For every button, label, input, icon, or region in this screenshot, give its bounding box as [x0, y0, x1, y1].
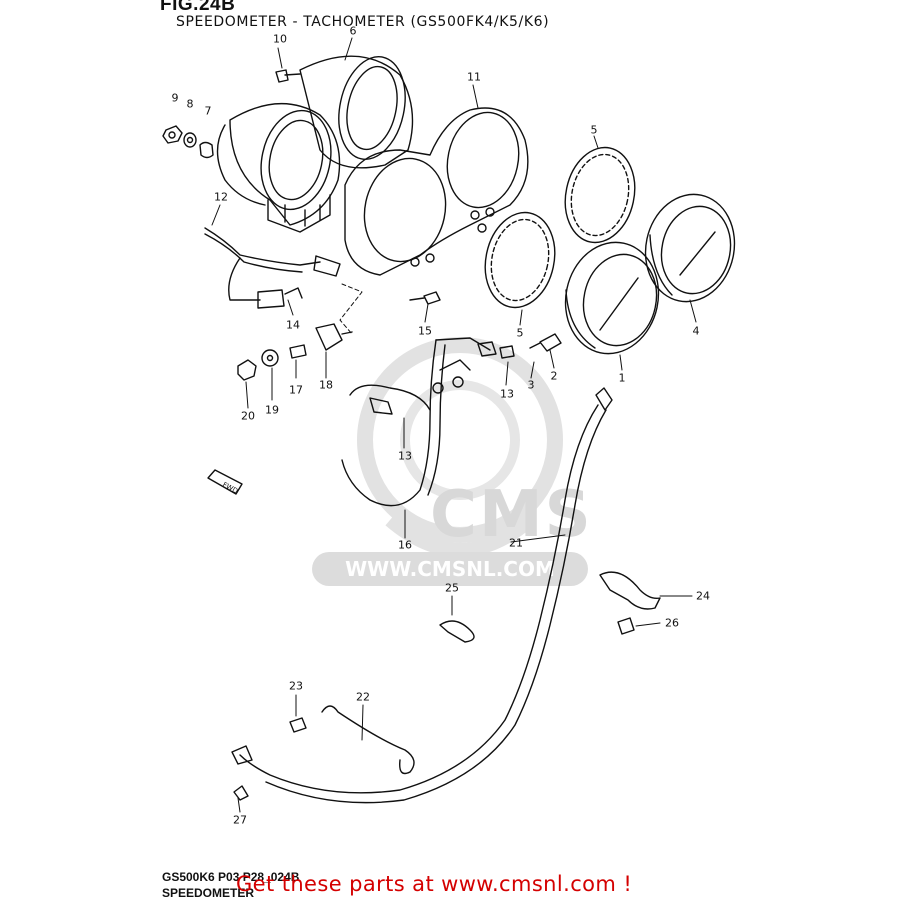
callout-9: 9	[171, 91, 179, 105]
callout-1: 1	[618, 371, 626, 385]
callout-6: 6	[349, 24, 357, 38]
callout-14: 14	[286, 318, 300, 332]
callout-24: 24	[696, 589, 710, 603]
callout-8: 8	[186, 97, 194, 111]
callout-18: 18	[319, 378, 333, 392]
figure-label: FIG.24B	[160, 0, 236, 15]
speedometer-cable	[231, 387, 613, 804]
callout-17: 17	[289, 383, 303, 397]
diagram-name: SPEEDOMETER	[162, 886, 255, 900]
callout-15: 15	[418, 324, 432, 338]
callout-16: 16	[398, 538, 412, 552]
callout-13b: 13	[398, 449, 412, 463]
callout-21: 21	[509, 536, 523, 550]
get-parts-link[interactable]: Get these parts at www.cmsnl.com !	[236, 872, 633, 896]
callout-7: 7	[204, 104, 212, 118]
callout-10: 10	[273, 32, 287, 46]
callout-4: 4	[692, 324, 700, 338]
watermark-logo	[357, 337, 563, 557]
watermark-brand: CMS	[430, 478, 593, 552]
callout-20: 20	[241, 409, 255, 423]
callout-11: 11	[467, 70, 481, 84]
callout-23: 23	[289, 679, 303, 693]
watermark-url: WWW.CMSNL.COM	[312, 552, 588, 586]
callout-12: 12	[214, 190, 228, 204]
clamps-and-screws	[233, 571, 661, 801]
callout-22: 22	[356, 690, 370, 704]
callout-13a: 13	[500, 387, 514, 401]
gauge-rings	[484, 146, 636, 309]
diagram-code: GS500K6 P03 P28_024B	[162, 870, 300, 884]
callout-5a: 5	[590, 123, 598, 137]
gauges	[564, 193, 736, 355]
callout-19: 19	[265, 403, 279, 417]
connection-dash	[339, 283, 363, 335]
callout-3: 3	[527, 378, 535, 392]
small-hardware	[162, 69, 301, 159]
callout-2: 2	[550, 369, 558, 383]
wiring-harness	[204, 227, 515, 507]
meter-panel-bezel	[344, 107, 529, 276]
fwd-arrow: FWD	[207, 469, 243, 495]
leader-lines	[211, 37, 697, 813]
callout-5b: 5	[516, 326, 524, 340]
figure-subtitle: SPEEDOMETER - TACHOMETER (GS500FK4/K5/K6…	[176, 14, 550, 30]
callout-26: 26	[665, 616, 679, 630]
bulbs-and-sockets	[237, 291, 562, 381]
callout-25: 25	[445, 581, 459, 595]
meter-case	[216, 55, 414, 233]
callout-27: 27	[233, 813, 247, 827]
